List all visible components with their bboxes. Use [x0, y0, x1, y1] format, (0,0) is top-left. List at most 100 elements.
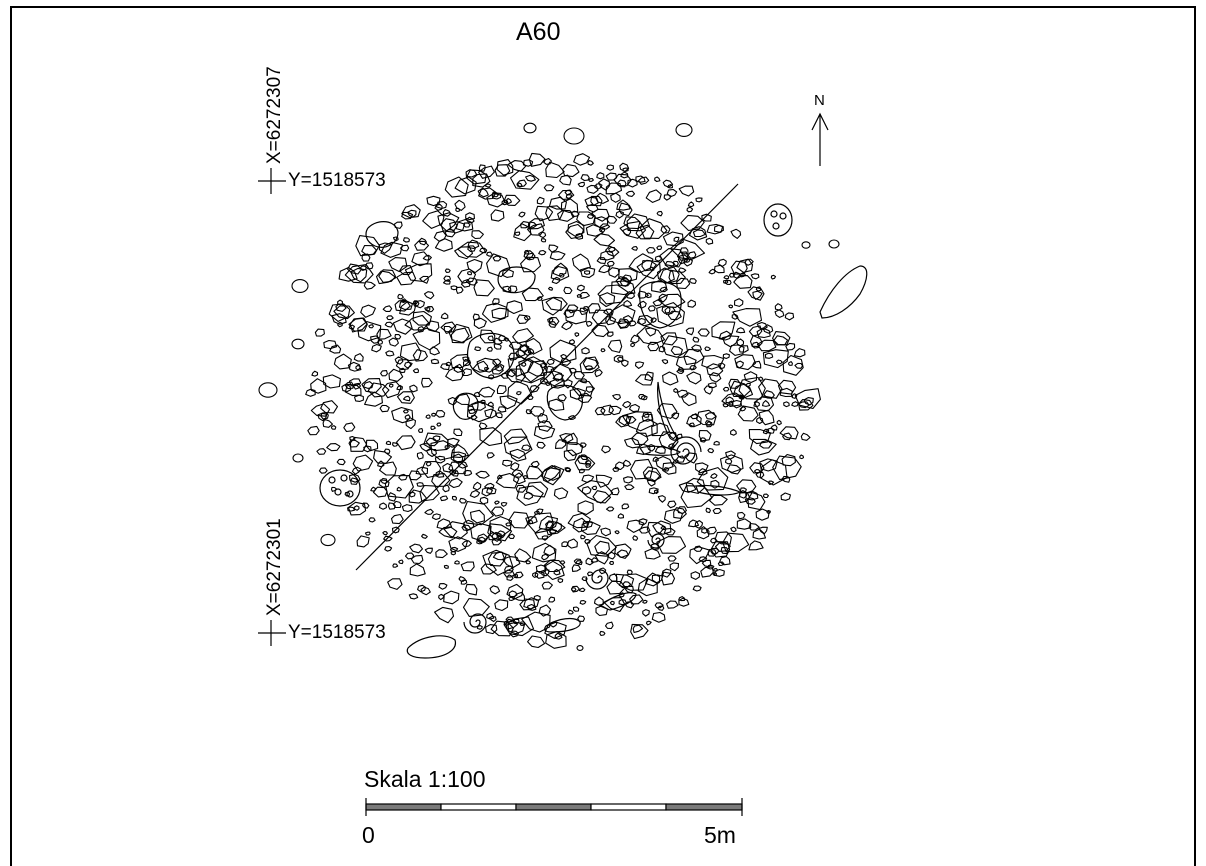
stone: [541, 581, 553, 590]
stone: [758, 378, 783, 399]
stone: [549, 378, 565, 389]
stone: [577, 615, 586, 622]
stone: [735, 360, 744, 369]
stone: [404, 414, 411, 420]
stone: [430, 425, 436, 431]
stone: [551, 521, 562, 533]
stone: [657, 495, 666, 503]
stone: [500, 372, 509, 379]
large-stone: [365, 221, 399, 248]
stone: [586, 203, 599, 213]
stone: [521, 611, 551, 633]
stone: [458, 461, 468, 469]
stone: [586, 214, 595, 219]
stone: [545, 296, 568, 312]
stone: [601, 445, 611, 454]
stone: [401, 504, 413, 513]
stone: [388, 337, 399, 347]
stone: [360, 304, 376, 318]
stone: [495, 412, 503, 419]
stone: [409, 543, 424, 554]
stone: [678, 597, 690, 607]
stone: [530, 460, 540, 468]
stone: [606, 164, 614, 171]
stone: [656, 536, 687, 554]
stone: [505, 300, 523, 315]
stone: [609, 560, 615, 565]
stone: [499, 395, 518, 410]
stone: [517, 344, 531, 360]
stone: [537, 420, 553, 432]
stone: [580, 521, 601, 535]
stone: [661, 359, 669, 365]
stone: [733, 383, 754, 399]
stone: [419, 442, 432, 452]
stone: [423, 432, 449, 452]
stone: [730, 429, 737, 436]
stone: [436, 422, 442, 427]
stone: [487, 335, 494, 342]
stone: [651, 422, 671, 437]
stone: [395, 435, 416, 451]
stone: [543, 465, 565, 481]
stone: [587, 159, 594, 166]
stone: [671, 412, 680, 420]
stone: [518, 211, 526, 218]
stone: [707, 382, 717, 389]
stone: [772, 331, 791, 346]
stone: [545, 161, 565, 179]
stone: [603, 308, 614, 316]
stone: [523, 491, 534, 500]
stone: [305, 388, 316, 397]
stone: [526, 603, 537, 611]
stone: [538, 249, 547, 256]
stone: [731, 399, 742, 409]
stone: [492, 358, 502, 367]
stone: [637, 577, 658, 597]
stone: [454, 246, 474, 260]
stone: [710, 473, 718, 479]
stone: [781, 453, 796, 467]
stone: [672, 260, 679, 267]
stone: [545, 630, 567, 649]
stone: [632, 624, 644, 634]
stone: [663, 527, 676, 536]
stone: [567, 220, 585, 237]
stone: [594, 183, 603, 190]
stone: [606, 260, 615, 267]
stone: [698, 556, 708, 562]
stone: [331, 313, 347, 325]
stone: [469, 489, 481, 498]
stone: [494, 599, 509, 612]
stone: [636, 314, 654, 327]
stone: [675, 355, 697, 370]
stone: [666, 188, 678, 198]
stone: [484, 183, 492, 188]
stone: [511, 469, 524, 478]
stone: [477, 386, 496, 398]
stone: [521, 444, 531, 451]
stone: [683, 348, 705, 366]
stone: [615, 210, 624, 219]
stone: [568, 339, 575, 345]
stone: [794, 362, 804, 369]
stone: [621, 503, 630, 510]
stone: [688, 519, 700, 528]
stone: [593, 233, 616, 247]
stone: [503, 194, 521, 206]
stone: [678, 185, 695, 197]
stone: [559, 560, 566, 565]
stone: [469, 509, 485, 524]
stone: [450, 443, 470, 458]
stone: [640, 395, 648, 401]
stone: [536, 508, 544, 515]
stone: [525, 174, 536, 182]
stone: [371, 343, 382, 353]
stone: [610, 487, 620, 496]
stone: [714, 531, 732, 545]
stone: [686, 206, 694, 213]
stone: [392, 500, 402, 509]
stone: [399, 244, 410, 252]
stone: [496, 159, 514, 176]
stone: [415, 300, 425, 309]
